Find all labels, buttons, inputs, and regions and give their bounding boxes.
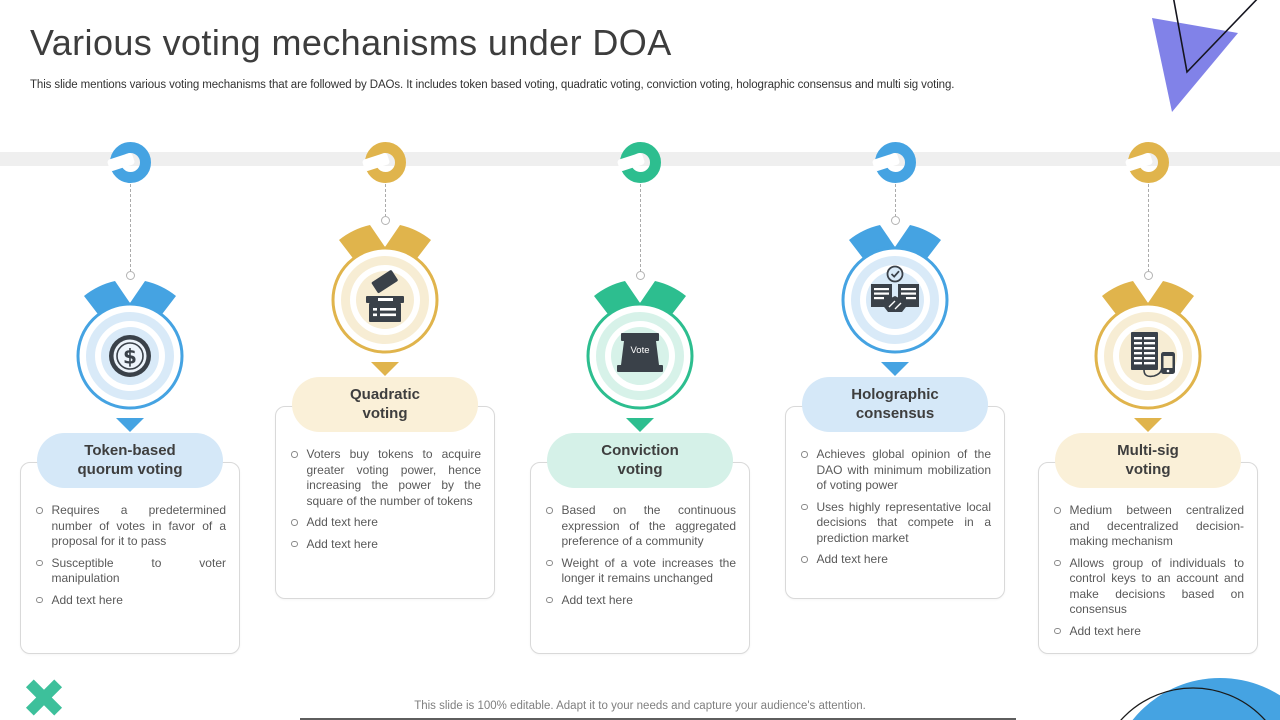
list-item: Allows group of individuals to control k… <box>1054 556 1244 618</box>
label-line2: voting <box>617 461 663 478</box>
list-item: Uses highly representative local decisio… <box>801 500 991 547</box>
mechanism-card: Achieves global opinion of the DAO with … <box>785 406 1005 599</box>
label-line1: Quadratic <box>349 386 421 403</box>
vote-box-icon: Vote <box>586 281 694 432</box>
column-multi-sig-voting: Multi-sig voting Medium between centrali… <box>1018 0 1278 720</box>
ring-notch <box>361 152 390 172</box>
list-item: Add text here <box>546 593 736 609</box>
mechanism-label: Token-based quorum voting <box>37 433 223 488</box>
connector-node <box>890 216 900 225</box>
bullet-icon <box>546 507 553 514</box>
mechanism-label: Conviction voting <box>547 433 733 488</box>
column-token-based-quorum-voting: $ Token-based quorum voting Requires a p… <box>0 0 260 720</box>
vote-box-label: Vote <box>630 345 649 356</box>
dollar-coin-icon: $ <box>76 281 184 432</box>
list-item: Add text here <box>1054 624 1244 640</box>
bullet-icon <box>801 451 808 458</box>
bullet-icon <box>36 596 43 603</box>
list-item: Achieves global opinion of the DAO with … <box>801 447 991 494</box>
list-item: Susceptible to voter manipulation <box>36 556 226 587</box>
list-item: Add text here <box>36 593 226 609</box>
list-item: Based on the continuous expression of th… <box>546 503 736 550</box>
bullet-icon <box>1054 507 1061 514</box>
list-item: Weight of a vote increases the longer it… <box>546 556 736 587</box>
label-line2: voting <box>362 405 408 422</box>
connector-dashed-line <box>129 184 131 272</box>
ring-marker-icon <box>616 142 661 183</box>
column-quadratic-voting: Quadratic voting Voters buy tokens to ac… <box>255 0 515 720</box>
label-line2: voting <box>1125 461 1171 478</box>
bullet-icon <box>291 451 298 458</box>
list-item: Add text here <box>291 537 481 553</box>
connector-dashed-line <box>1147 184 1149 272</box>
svg-text:$: $ <box>123 345 137 369</box>
mechanism-card: Based on the continuous expression of th… <box>530 462 750 654</box>
bullet-icon <box>801 503 808 510</box>
ring-marker-icon <box>1124 142 1169 183</box>
ring-notch <box>616 152 645 172</box>
connector-node <box>380 216 390 225</box>
ring-marker-icon <box>871 142 916 183</box>
label-line1: Conviction <box>601 442 679 459</box>
column-holographic-consensus: Holographic consensus Achieves global op… <box>765 0 1025 720</box>
handshake-agreement-icon <box>841 225 949 376</box>
mechanism-card: Medium between centralized and decentral… <box>1038 462 1258 654</box>
list-item: Medium between centralized and decentral… <box>1054 503 1244 550</box>
label-line1: Multi-sig <box>1117 442 1179 459</box>
mechanism-card: Requires a predetermined number of votes… <box>20 462 240 654</box>
bullet-icon <box>36 507 43 514</box>
list-item: Add text here <box>801 552 991 568</box>
ring-notch <box>871 152 900 172</box>
page-subtitle: This slide mentions various voting mecha… <box>30 79 955 91</box>
x-cross-icon <box>24 677 64 717</box>
multisig-device-icon <box>1094 281 1202 432</box>
ring-notch <box>106 152 135 172</box>
connector-node <box>1143 271 1153 280</box>
column-conviction-voting: Vote Conviction voting Based on the cont… <box>510 0 770 720</box>
connector-node <box>635 271 645 280</box>
page-title: Various voting mechanisms under DOA <box>30 22 672 63</box>
bullet-icon <box>36 559 43 566</box>
bullet-icon <box>546 596 553 603</box>
connector-node <box>125 271 135 280</box>
list-item: Requires a predetermined number of votes… <box>36 503 226 550</box>
mechanism-label: Holographic consensus <box>802 377 988 432</box>
bullet-icon <box>801 556 808 563</box>
bullet-icon <box>1054 559 1061 566</box>
connector-dashed-line <box>894 184 896 217</box>
label-line2: consensus <box>855 405 935 422</box>
bullet-icon <box>1054 627 1061 634</box>
label-line1: Holographic <box>851 386 939 403</box>
cropped-text-top-edge <box>300 717 1016 720</box>
bullet-icon <box>291 540 298 547</box>
connector-dashed-line <box>639 184 641 272</box>
mechanism-card: Voters buy tokens to acquire greater vot… <box>275 406 495 599</box>
bullet-icon <box>291 519 298 526</box>
ballot-hand-icon <box>331 225 439 376</box>
footer-note: This slide is 100% editable. Adapt it to… <box>414 700 866 712</box>
ring-notch <box>1124 152 1153 172</box>
bullet-icon <box>546 559 553 566</box>
ring-marker-icon <box>106 142 151 183</box>
ring-marker-icon <box>361 142 406 183</box>
label-line2: quorum voting <box>77 461 183 478</box>
mechanism-label: Multi-sig voting <box>1055 433 1241 488</box>
connector-dashed-line <box>384 184 386 217</box>
mechanism-label: Quadratic voting <box>292 377 478 432</box>
list-item: Add text here <box>291 515 481 531</box>
list-item: Voters buy tokens to acquire greater vot… <box>291 447 481 509</box>
label-line1: Token-based <box>84 442 176 459</box>
